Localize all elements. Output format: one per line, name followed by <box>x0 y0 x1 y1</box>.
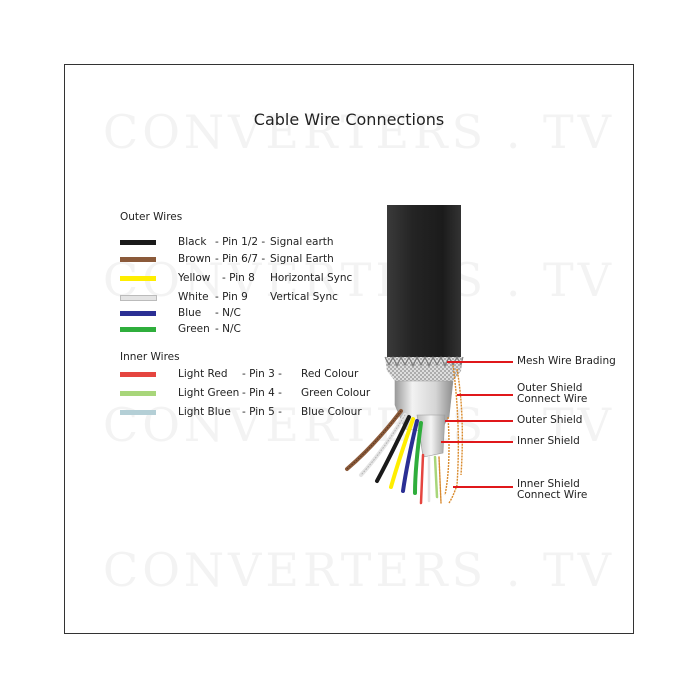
wire-pin: - N/C <box>215 323 241 335</box>
wire-swatch-light-blue <box>120 410 156 415</box>
wire-swatch-white <box>120 295 157 301</box>
callout-text: Outer Shield <box>517 382 583 394</box>
wire-color-name: Light Blue <box>178 406 231 418</box>
wire-pin: - Pin 8 <box>222 272 255 284</box>
callout-line-inner-shield <box>441 441 513 443</box>
wire-pin: - Pin 9 <box>215 291 248 303</box>
wire-pin: - Pin 5 - <box>242 406 282 418</box>
callout-inner-shield: Inner Shield <box>517 436 580 447</box>
callout-line-inner-shield-connect <box>453 486 513 488</box>
watermark-middle-upper: CONVERTERS . TV <box>103 253 615 307</box>
wire-signal: Green Colour <box>301 387 371 399</box>
callout-outer-shield-connect-wire: Outer Shield Connect Wire <box>517 383 587 405</box>
callout-text: Outer Shield <box>517 414 583 426</box>
inner-wire-bundle <box>419 453 442 505</box>
callout-text: Connect Wire <box>517 393 588 405</box>
wire-pin: - Pin 3 - <box>242 368 282 380</box>
callout-text: Inner Shield <box>517 435 580 447</box>
wire-color-name: Blue <box>178 307 202 319</box>
callout-outer-shield: Outer Shield <box>517 415 582 426</box>
wire-color-name: White <box>178 291 209 303</box>
wire-swatch-light-green <box>120 391 156 396</box>
inner-shield-foil <box>416 414 446 458</box>
callout-text: Mesh Wire Brading <box>517 355 616 367</box>
diagram-title: Cable Wire Connections <box>253 110 445 129</box>
callout-text: Connect Wire <box>517 489 588 501</box>
callout-line-mesh-braid <box>447 361 513 363</box>
callout-line-outer-shield-connect <box>457 394 513 396</box>
callout-text: Inner Shield <box>517 478 580 490</box>
wire-signal: Horizontal Sync <box>270 272 353 284</box>
wire-pin: - Pin 6/7 - <box>215 253 266 265</box>
outer-wires-heading: Outer Wires <box>120 211 183 223</box>
wire-swatch-light-red <box>120 372 156 377</box>
shield-connect-wires <box>444 364 464 504</box>
wire-color-name: Light Red <box>178 368 228 380</box>
watermark-bottom: CONVERTERS . TV <box>103 543 615 597</box>
wire-pin: - Pin 4 - <box>242 387 282 399</box>
wire-signal: Red Colour <box>301 368 359 380</box>
wire-signal: Signal earth <box>270 236 334 248</box>
wire-color-name: Brown <box>178 253 211 265</box>
wire-color-name: Yellow <box>178 272 211 284</box>
watermark-top: CONVERTERS . TV <box>103 105 615 159</box>
wire-swatch-blue <box>120 311 156 316</box>
wire-color-name: Green <box>178 323 210 335</box>
callout-mesh-wire-brading: Mesh Wire Brading <box>517 356 616 367</box>
wire-swatch-green <box>120 327 156 332</box>
wire-swatch-brown <box>120 257 156 262</box>
outer-jacket <box>387 205 461 357</box>
wire-signal: Blue Colour <box>301 406 362 418</box>
callout-inner-shield-connect-wire: Inner Shield Connect Wire <box>517 479 587 501</box>
inner-wires-heading: Inner Wires <box>120 351 180 363</box>
callout-line-outer-shield <box>445 420 513 422</box>
wire-signal: Signal Earth <box>270 253 334 265</box>
wire-signal: Vertical Sync <box>270 291 338 303</box>
wire-pin: - N/C <box>215 307 241 319</box>
outer-wire-bundle <box>345 409 423 495</box>
wire-swatch-yellow <box>120 276 156 281</box>
wire-color-name: Black <box>178 236 207 248</box>
watermark-middle-lower: CONVERTERS . TV <box>103 398 615 452</box>
wire-swatch-black <box>120 240 156 245</box>
diagram-frame: CONVERTERS . TV CONVERTERS . TV CONVERTE… <box>64 64 634 634</box>
cable-illustration <box>345 205 464 505</box>
wire-color-name: Light Green <box>178 387 240 399</box>
wire-pin: - Pin 1/2 - <box>215 236 266 248</box>
